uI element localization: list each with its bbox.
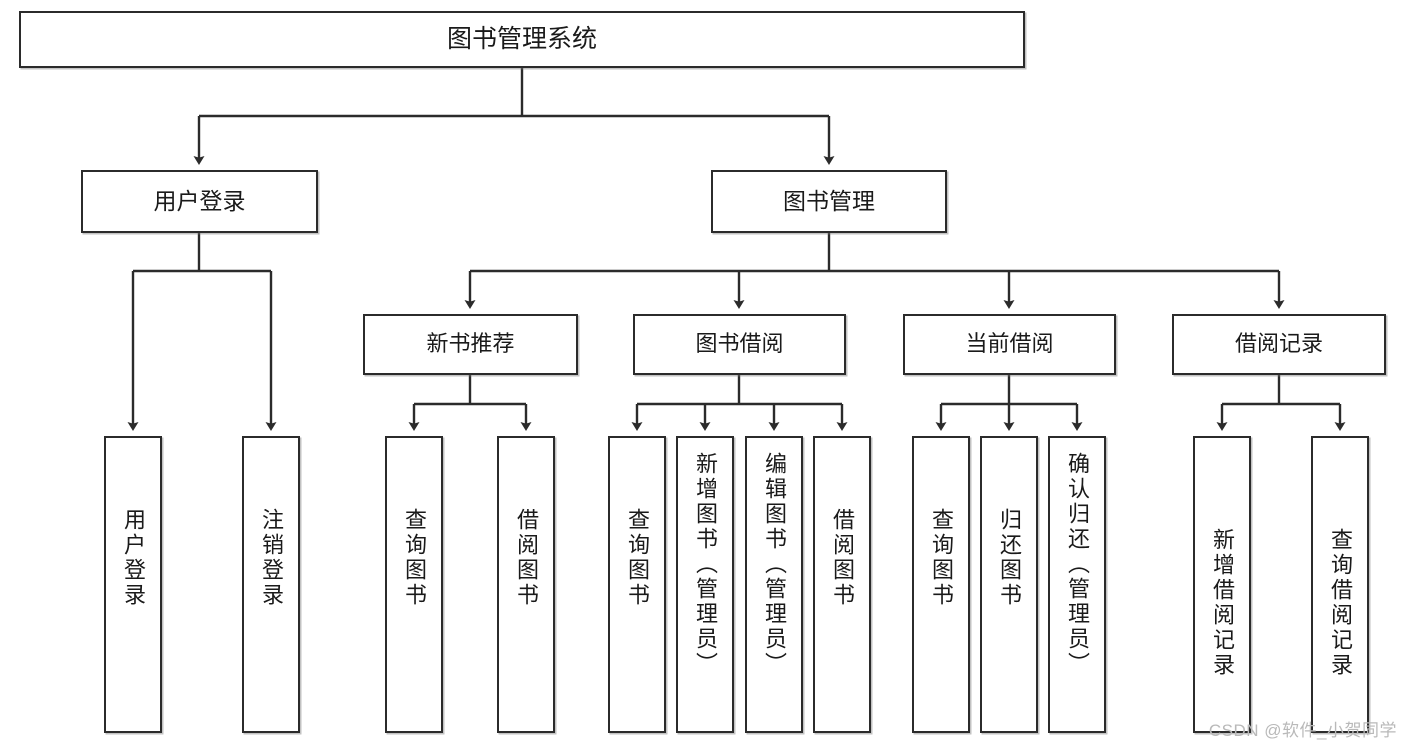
node-borrow-record[interactable]: 借阅记录 (1172, 314, 1386, 375)
node-label: 编辑图书（管理员） (762, 452, 787, 677)
csdn-watermark: CSDN @软件_小贺同学 (1208, 721, 1397, 740)
leaf-return-book[interactable]: 归还图书 (980, 436, 1038, 733)
node-label: 借阅记录 (1234, 331, 1323, 357)
node-label: 借阅图书 (830, 508, 855, 608)
leaf-query-borrow-record[interactable]: 查询借阅记录 (1311, 436, 1369, 733)
leaf-user-login[interactable]: 用户登录 (104, 436, 162, 733)
node-book-manage[interactable]: 图书管理 (711, 170, 947, 233)
leaf-confirm-return-admin[interactable]: 确认归还（管理员） (1048, 436, 1106, 733)
leaf-edit-book-admin[interactable]: 编辑图书（管理员） (745, 436, 803, 733)
node-label: 当前借阅 (965, 331, 1054, 357)
node-label: 确认归还（管理员） (1065, 452, 1090, 677)
node-user-login[interactable]: 用户登录 (81, 170, 318, 233)
leaf-add-borrow-record[interactable]: 新增借阅记录 (1193, 436, 1251, 733)
node-label: 图书管理系统 (446, 25, 597, 54)
node-book-borrow[interactable]: 图书借阅 (633, 314, 846, 375)
node-label: 图书管理 (783, 188, 875, 215)
node-label: 用户登录 (121, 508, 146, 608)
node-label: 查询借阅记录 (1328, 528, 1353, 678)
node-current-borrow[interactable]: 当前借阅 (903, 314, 1116, 375)
leaf-borrow-book-new[interactable]: 借阅图书 (497, 436, 555, 733)
node-label: 新增借阅记录 (1210, 528, 1235, 678)
leaf-logout[interactable]: 注销登录 (242, 436, 300, 733)
leaf-query-book-new[interactable]: 查询图书 (385, 436, 443, 733)
node-label: 用户登录 (153, 188, 246, 215)
node-label: 归还图书 (997, 508, 1022, 608)
leaf-borrow-book-borrow[interactable]: 借阅图书 (813, 436, 871, 733)
node-root-system[interactable]: 图书管理系统 (19, 11, 1025, 68)
leaf-query-book-current[interactable]: 查询图书 (912, 436, 970, 733)
node-label: 借阅图书 (514, 508, 539, 608)
node-label: 新增图书（管理员） (693, 452, 718, 677)
node-label: 查询图书 (625, 508, 650, 608)
leaf-query-book-borrow[interactable]: 查询图书 (608, 436, 666, 733)
node-label: 查询图书 (402, 508, 427, 608)
node-label: 图书借阅 (695, 331, 784, 357)
node-label: 注销登录 (259, 508, 284, 608)
node-label: 查询图书 (929, 508, 954, 608)
node-label: 新书推荐 (426, 331, 515, 357)
node-new-book-recommend[interactable]: 新书推荐 (363, 314, 578, 375)
leaf-add-book-admin[interactable]: 新增图书（管理员） (676, 436, 734, 733)
